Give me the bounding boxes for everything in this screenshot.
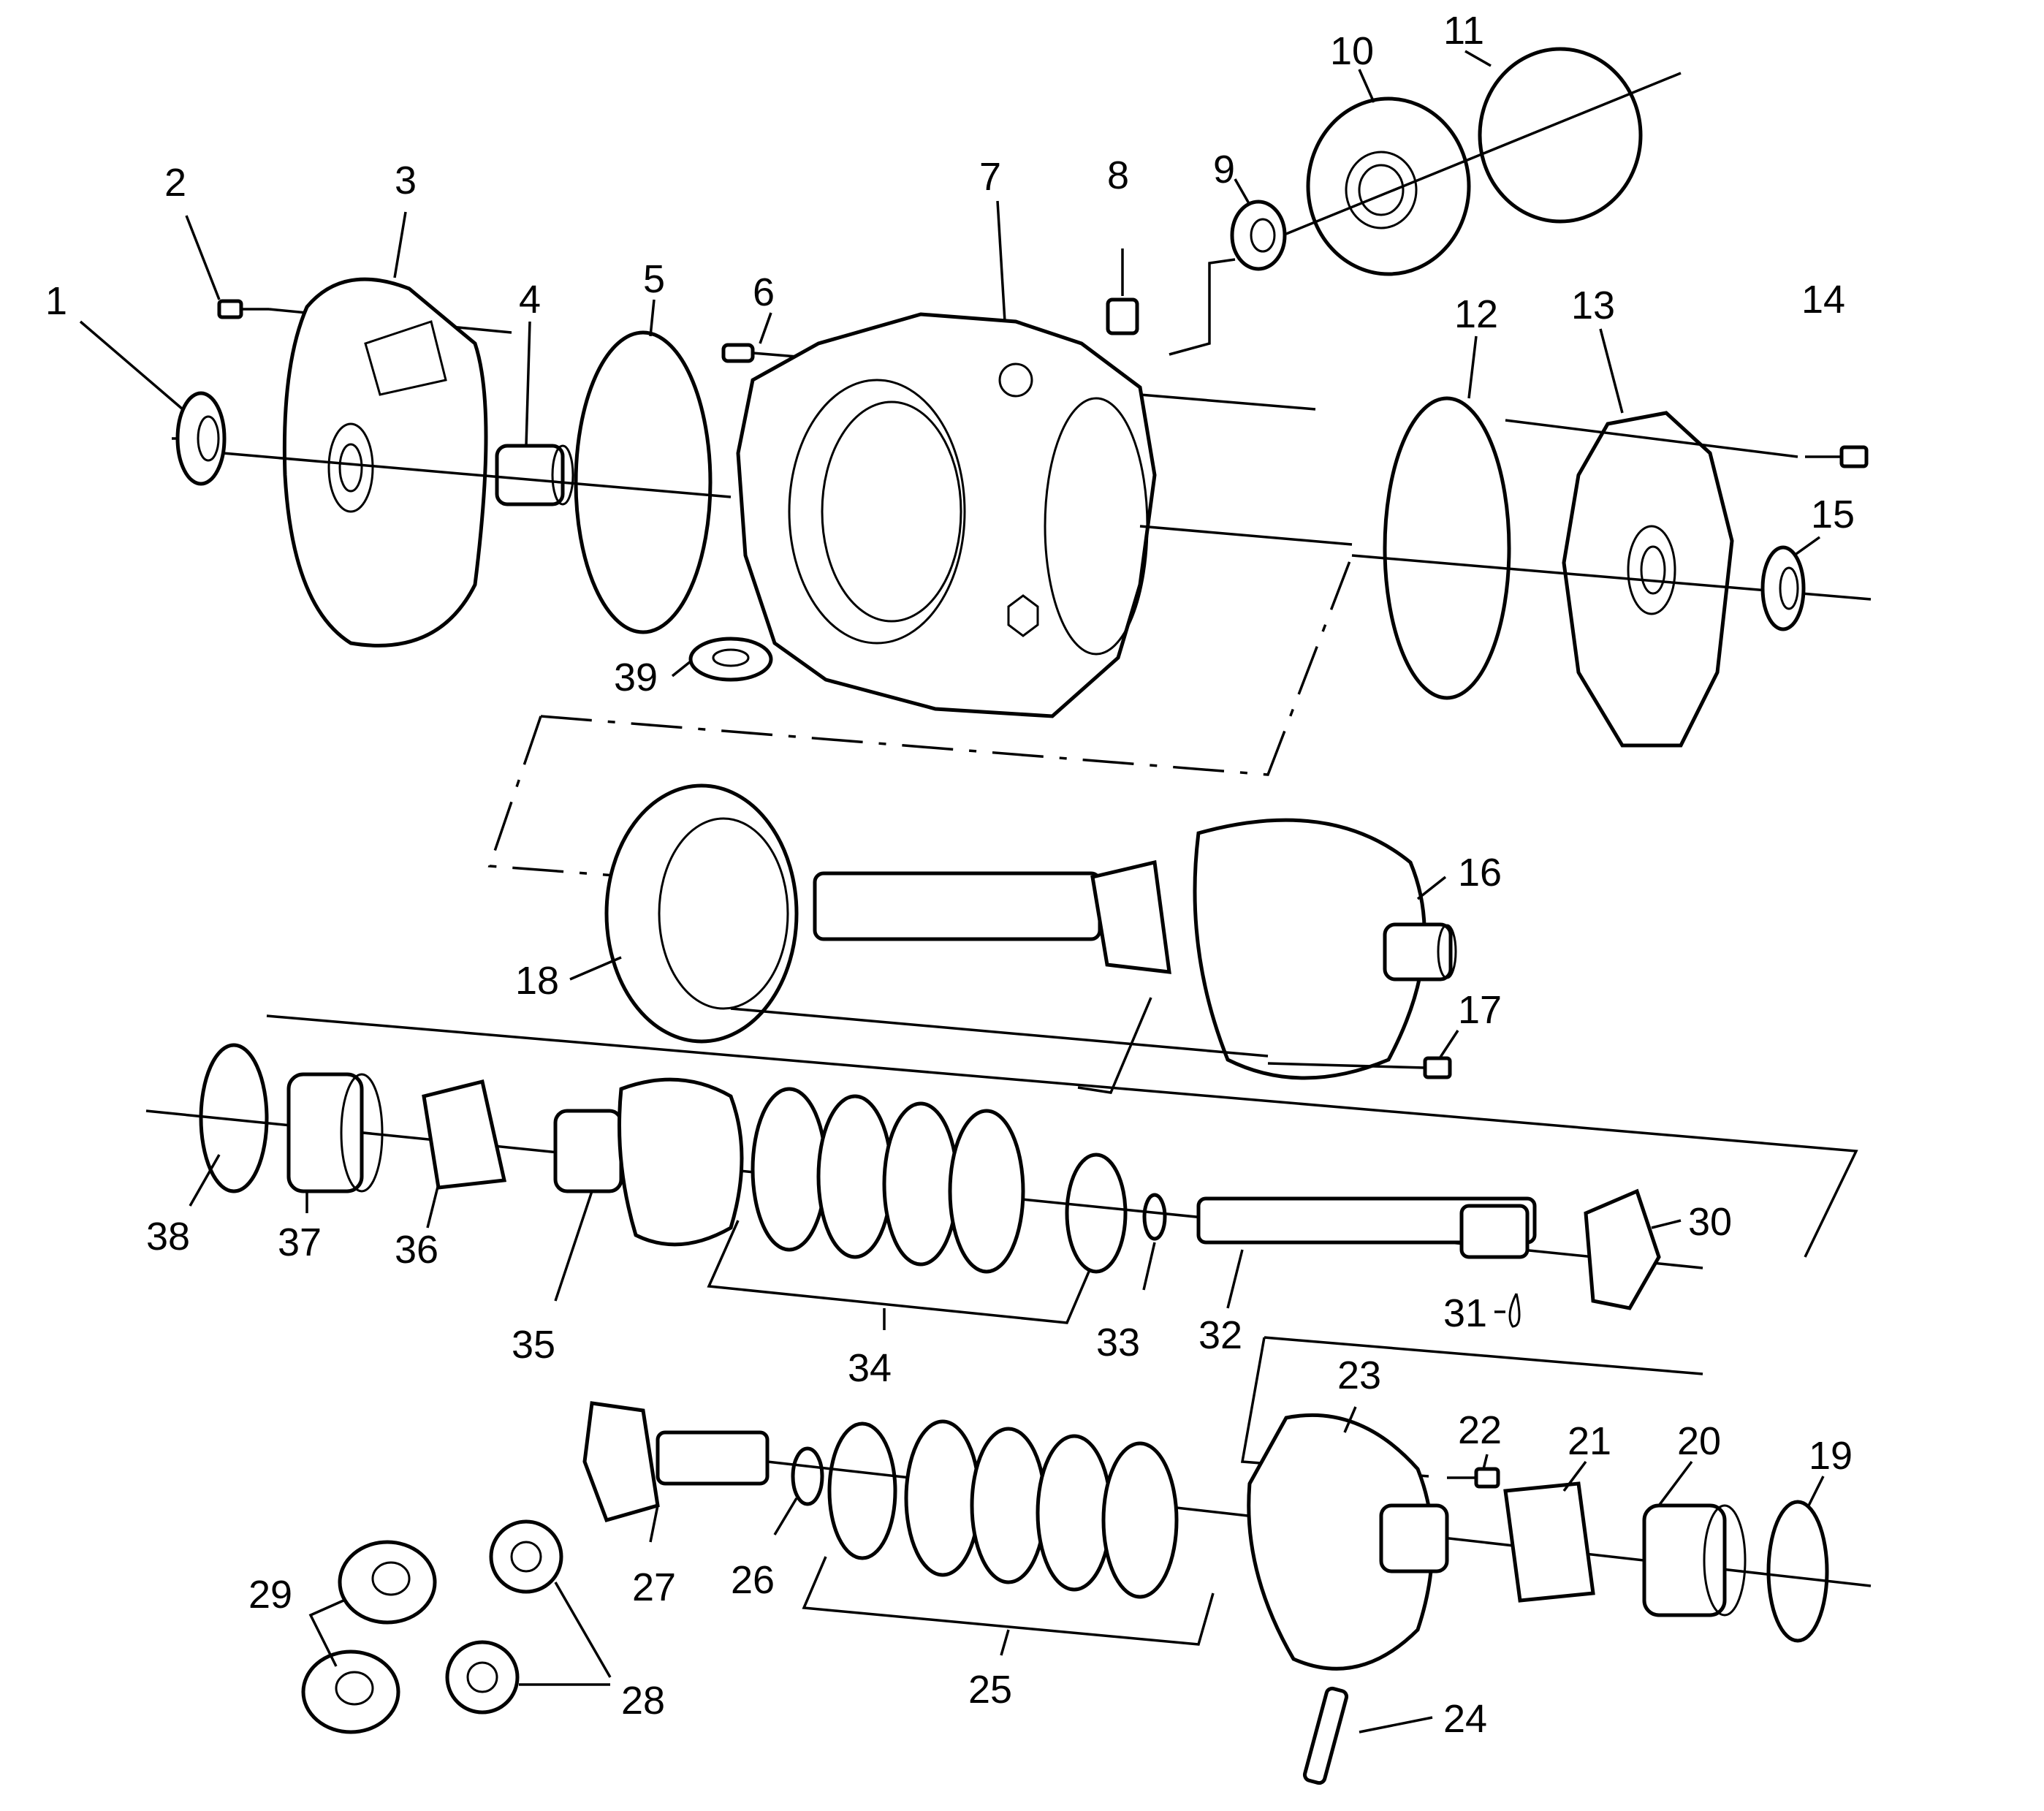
callout-8: 8	[1107, 153, 1129, 197]
callout-13: 13	[1571, 284, 1615, 327]
callout-20: 20	[1677, 1419, 1721, 1463]
part-35-carrier	[553, 1077, 744, 1247]
callout-26: 26	[731, 1558, 775, 1602]
part-16-shaft-carrier	[730, 818, 1457, 1080]
part-15-seal	[1760, 545, 1806, 631]
callout-1: 1	[45, 279, 67, 323]
callout-17: 17	[1458, 988, 1502, 1032]
part-1-seal	[172, 391, 227, 486]
callout-6: 6	[753, 270, 775, 314]
part-8-plug	[1106, 248, 1139, 335]
callout-33: 33	[1096, 1321, 1140, 1364]
callout-10: 10	[1330, 29, 1374, 73]
callout-19: 19	[1809, 1434, 1853, 1478]
part-32-output-shaft	[1142, 1193, 1537, 1309]
part-28-side-gears	[445, 1519, 612, 1715]
part-20-cup	[1642, 1503, 1747, 1617]
callout-27: 27	[632, 1565, 676, 1609]
part-34-clutch-pack	[707, 1087, 1090, 1330]
part-27-pinion-shaft	[582, 1401, 770, 1543]
part-37-cup	[286, 1072, 384, 1193]
callout-9: 9	[1213, 148, 1235, 191]
part-39-washer	[688, 637, 773, 682]
part-4-bushing	[495, 444, 574, 506]
callout-34: 34	[848, 1346, 892, 1390]
callout-12: 12	[1454, 292, 1498, 336]
part-23-rear-carrier	[1247, 1406, 1449, 1671]
part-22-bolt	[1447, 1467, 1500, 1489]
callout-23: 23	[1337, 1353, 1381, 1397]
callout-3: 3	[395, 159, 417, 202]
callout-32: 32	[1198, 1313, 1242, 1357]
part-9-washer	[1169, 200, 1287, 356]
part-11-disc	[1478, 47, 1643, 224]
callout-24: 24	[1443, 1697, 1487, 1741]
callout-5: 5	[643, 257, 665, 301]
part-33-snap-ring	[1065, 1153, 1128, 1274]
leader-lines	[79, 50, 1825, 1507]
part-14-bolt	[1805, 445, 1869, 468]
callout-15: 15	[1811, 493, 1855, 536]
callout-31: 31	[1443, 1291, 1487, 1335]
callout-21: 21	[1568, 1419, 1611, 1463]
part-7-housing	[736, 312, 1353, 718]
part-36-bearing	[422, 1079, 507, 1190]
callout-2: 2	[164, 161, 186, 205]
part-24-pin	[1302, 1686, 1433, 1785]
callout-30: 30	[1688, 1200, 1732, 1244]
callout-16: 16	[1458, 851, 1502, 895]
part-30-gear	[1584, 1188, 1682, 1310]
part-17-bolt	[1267, 1056, 1452, 1079]
part-25-clutch-pack	[802, 1419, 1215, 1656]
callout-14: 14	[1801, 278, 1845, 322]
callout-35: 35	[512, 1323, 555, 1367]
part-31-clip	[1494, 1293, 1521, 1328]
callout-28: 28	[621, 1679, 665, 1723]
part-21-bearing	[1503, 1481, 1595, 1603]
callout-29: 29	[248, 1573, 292, 1617]
callout-39: 39	[614, 656, 658, 699]
callout-11: 11	[1443, 9, 1484, 53]
part-19-race	[1766, 1500, 1829, 1643]
callout-38: 38	[146, 1215, 190, 1258]
callout-37: 37	[278, 1220, 322, 1264]
callout-18: 18	[515, 959, 559, 1003]
part-5-o-ring	[574, 330, 713, 634]
part-10-pulley	[1285, 72, 1682, 276]
part-26-snap-ring	[773, 1446, 824, 1535]
callout-labels: 1 2 3 4 5 6 7 8 9 10 11 12 13 14 15 16 1…	[45, 9, 1855, 1741]
part-3-cover	[282, 277, 488, 648]
callout-7: 7	[979, 155, 1001, 199]
callout-4: 4	[519, 278, 541, 322]
callout-25: 25	[968, 1668, 1012, 1712]
callout-36: 36	[395, 1228, 438, 1272]
callout-22: 22	[1458, 1408, 1502, 1452]
part-38-race	[199, 1043, 269, 1193]
part-12-o-ring	[1383, 396, 1511, 700]
part-29-washers	[301, 1540, 437, 1734]
part-6-dowel	[721, 343, 816, 363]
part-18-ring-gear	[604, 783, 799, 1044]
